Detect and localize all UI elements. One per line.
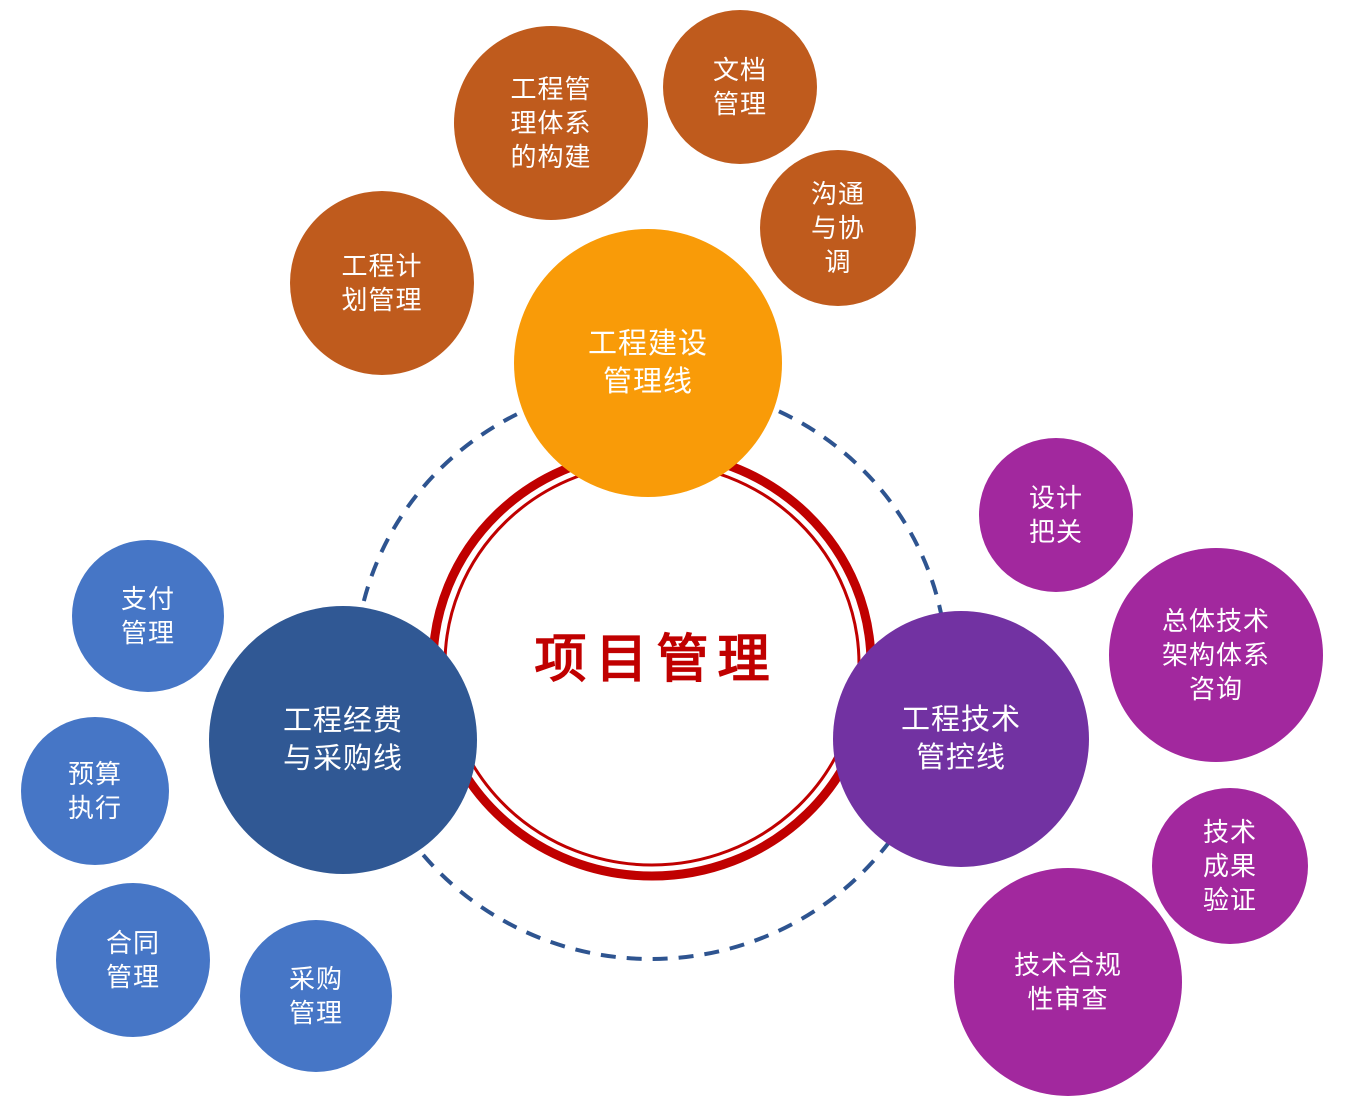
diagram-center-title: 项目管理: [534, 630, 779, 689]
satellite-procurement-management: 采购 管理: [240, 920, 392, 1072]
satellite-management-system-construction: 工程管 理体系 的构建: [454, 26, 648, 220]
main-circle-funding-procurement-line: 工程经费 与采购线: [209, 606, 477, 874]
satellite-technical-results-verification: 技术 成果 验证: [1152, 788, 1308, 944]
satellite-communication-coordination: 沟通 与协 调: [760, 150, 916, 306]
satellite-budget-execution: 预算 执行: [21, 717, 169, 865]
satellite-contract-management: 合同 管理: [56, 883, 210, 1037]
satellite-payment-management: 支付 管理: [72, 540, 224, 692]
satellite-document-management: 文档 管理: [663, 10, 817, 164]
main-circle-construction-line: 工程建设 管理线: [514, 229, 782, 497]
satellite-project-plan-management: 工程计 划管理: [290, 191, 474, 375]
satellite-technical-compliance-review: 技术合规 性审查: [954, 868, 1182, 1096]
satellite-overall-technical-architecture-consulting: 总体技术 架构体系 咨询: [1109, 548, 1323, 762]
main-circle-technical-control-line: 工程技术 管控线: [833, 611, 1089, 867]
satellite-design-gatekeeping: 设计 把关: [979, 438, 1133, 592]
